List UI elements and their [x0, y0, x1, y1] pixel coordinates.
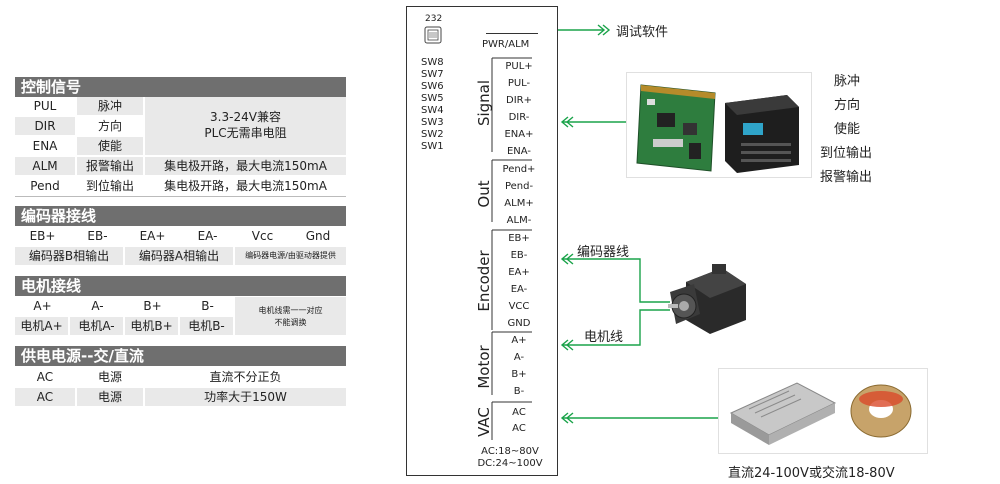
switch-label-sw5: SW5: [421, 93, 444, 104]
encoder-power-label: 编码器电源/由驱动器提供: [235, 247, 346, 265]
servo-motor-icon: [668, 264, 746, 334]
power-section-title: 供电电源--交/直流: [15, 346, 346, 366]
encoder-pin-ea-plus: EA+: [139, 229, 166, 243]
control-desc-pul: 脉冲: [77, 97, 143, 115]
port-label: 232: [425, 14, 443, 24]
encoder-section-title: 编码器接线: [15, 206, 346, 226]
control-note-pend: 集电极开路，最大电流150mA: [164, 179, 327, 193]
motor-note-line2: 不能调换: [274, 318, 307, 327]
controller-label-pulse: 脉冲: [834, 74, 861, 89]
controller-label-enable: 使能: [834, 122, 861, 137]
term-ena-minus: ENA-: [506, 146, 532, 157]
motor-note-line1: 电机线需一一对应: [258, 306, 323, 315]
encoder-a-label: 编码器A相输出: [125, 247, 233, 265]
encoder-pin-eb-plus: EB+: [29, 229, 56, 243]
term-vcc: VCC: [508, 301, 530, 312]
switch-label-sw2: SW2: [421, 129, 444, 140]
motor-section-title: 电机接线: [15, 276, 346, 296]
controller-label-in-position: 到位输出: [820, 146, 873, 161]
term-eb-minus: EB-: [510, 250, 528, 261]
power-note-1: 直流不分正负: [209, 370, 282, 384]
motor-note-box: 电机线需一一对应 不能调换: [235, 297, 346, 335]
term-gnd: GND: [507, 318, 531, 329]
control-note-line1: 3.3-24V兼容: [210, 110, 281, 124]
term-pul-minus: PUL-: [507, 78, 531, 89]
power-supply-caption: 直流24-100V或交流18-80V: [728, 466, 895, 481]
control-sig-alm: ALM: [15, 157, 75, 175]
control-note-line2: PLC无需串电阻: [204, 126, 287, 140]
motor-label-b-plus: 电机B+: [125, 317, 178, 335]
term-ena-plus: ENA+: [504, 129, 534, 140]
pwr-alm-label: PWR/ALM: [482, 39, 530, 50]
switch-label-sw4: SW4: [421, 105, 444, 116]
term-alm-minus: ALM-: [506, 215, 532, 226]
encoder-pin-vcc: Vcc: [251, 229, 274, 243]
driver-spec-dc: DC:24~100V: [477, 458, 543, 469]
controller-board-image: [636, 84, 799, 173]
power-supply-image: [729, 382, 912, 445]
motor-pin-a-minus: A-: [91, 299, 104, 313]
term-a-minus: A-: [513, 352, 525, 363]
switch-label-sw1: SW1: [421, 141, 444, 152]
motor-line-label: 电机线: [584, 330, 624, 345]
control-desc-alm: 报警输出: [77, 157, 143, 175]
control-desc-ena: 使能: [77, 137, 143, 155]
term-b-plus: B+: [511, 369, 527, 380]
power-sig-ac-1: AC: [36, 370, 54, 384]
term-b-minus: B-: [513, 386, 525, 397]
power-desc-2: 电源: [77, 388, 143, 406]
term-eb-plus: EB+: [508, 233, 530, 244]
control-note-alm: 集电极开路，最大电流150mA: [145, 157, 346, 175]
control-sig-pul: PUL: [33, 99, 57, 113]
debug-software-label: 调试软件: [616, 25, 669, 40]
encoder-b-label: 编码器B相输出: [15, 247, 123, 265]
term-ac-1: AC: [512, 407, 526, 418]
term-dir-plus: DIR+: [506, 95, 532, 106]
control-section-title: 控制信号: [15, 77, 346, 97]
term-dir-minus: DIR-: [508, 112, 530, 123]
power-sig-ac-2: AC: [15, 388, 75, 406]
control-sig-pend: Pend: [30, 179, 60, 193]
controller-label-direction: 方向: [834, 98, 861, 113]
divider: [15, 196, 346, 197]
switch-label-sw7: SW7: [421, 69, 444, 80]
term-ac-2: AC: [512, 423, 526, 434]
rs232-port-icon: [424, 26, 442, 44]
control-sig-ena: ENA: [32, 139, 58, 153]
power-desc-1: 电源: [97, 370, 122, 384]
control-sig-dir: DIR: [15, 117, 75, 135]
term-a-plus: A+: [511, 335, 527, 346]
term-pend-minus: Pend-: [504, 181, 534, 192]
group-brackets: [491, 57, 532, 440]
encoder-pin-eb-minus: EB-: [87, 229, 108, 243]
motor-pin-a-plus: A+: [33, 299, 52, 313]
encoder-line-label: 编码器线: [577, 245, 630, 260]
switch-label-sw6: SW6: [421, 81, 444, 92]
driver-box: [406, 6, 558, 476]
control-desc-dir: 方向: [97, 119, 122, 133]
term-ea-plus: EA+: [508, 267, 530, 278]
motor-pin-b-minus: B-: [201, 299, 214, 313]
motor-label-a-plus: 电机A+: [15, 317, 68, 335]
pwr-alm-line: [486, 33, 538, 34]
motor-label-a-minus: 电机A-: [70, 317, 123, 335]
motor-pin-b-plus: B+: [143, 299, 162, 313]
encoder-pin-ea-minus: EA-: [197, 229, 218, 243]
controller-photo: [626, 72, 812, 178]
switch-label-sw8: SW8: [421, 57, 444, 68]
control-merged-note: 3.3-24V兼容 PLC无需串电阻: [145, 97, 346, 155]
term-pend-plus: Pend+: [502, 164, 536, 175]
control-desc-pend: 到位输出: [85, 179, 134, 193]
motor-label-b-minus: 电机B-: [180, 317, 233, 335]
driver-spec-ac: AC:18~80V: [481, 446, 539, 457]
power-note-2: 功率大于150W: [145, 388, 346, 406]
term-pul-plus: PUL+: [505, 61, 533, 72]
term-ea-minus: EA-: [510, 284, 528, 295]
term-alm-plus: ALM+: [504, 198, 534, 209]
power-supply-photo: [718, 368, 928, 454]
switch-label-sw3: SW3: [421, 117, 444, 128]
controller-label-alarm: 报警输出: [820, 170, 873, 185]
encoder-pin-gnd: Gnd: [305, 229, 331, 243]
